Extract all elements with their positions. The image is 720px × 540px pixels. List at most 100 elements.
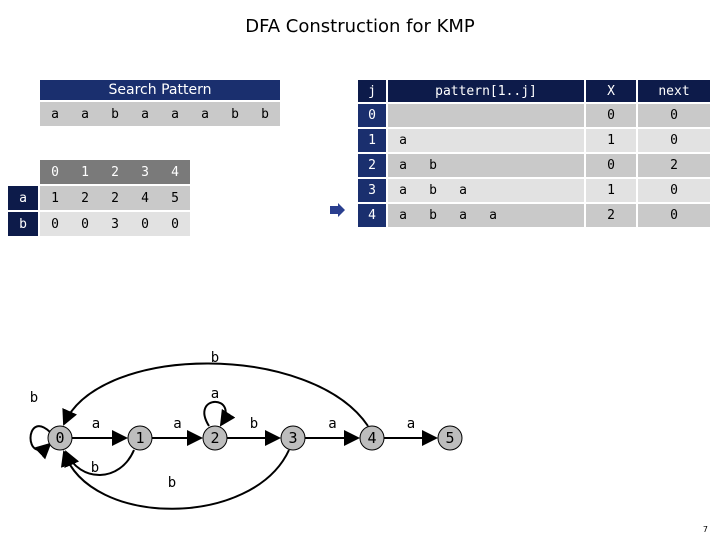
kmp-row-j: 0 [358, 104, 386, 127]
kmp-pattern-char [448, 154, 478, 177]
kmp-row-j: 3 [358, 179, 386, 202]
kmp-pattern-char [448, 129, 478, 152]
self-loop-label-2: a [211, 386, 219, 402]
kmp-pattern-char: a [448, 204, 478, 227]
search-pattern-char: a [70, 102, 100, 126]
kmp-pattern-char [418, 104, 448, 127]
current-row-arrow-icon [330, 203, 345, 217]
dfa-cell: 3 [100, 212, 130, 236]
kmp-pattern-char: a [388, 154, 418, 177]
search-pattern-char: b [100, 102, 130, 126]
state-node-label: 1 [135, 429, 144, 447]
kmp-row-j: 4 [358, 204, 386, 227]
kmp-header-j: j [358, 80, 386, 102]
forward-edge-label: a [407, 416, 415, 432]
kmp-header-pattern: pattern[1..j] [388, 80, 584, 102]
state-node [47, 425, 73, 451]
kmp-next-value: 2 [638, 154, 710, 177]
kmp-next-value: 0 [638, 129, 710, 152]
state-node [359, 425, 385, 451]
search-pattern-header: Search Pattern [40, 80, 280, 100]
kmp-pattern-char [448, 104, 478, 127]
back-edge-3-0 [60, 449, 290, 510]
kmp-pattern-char: a [388, 129, 418, 152]
kmp-next-value: 0 [638, 179, 710, 202]
dfa-row-label: b [8, 212, 38, 236]
search-pattern-char: a [190, 102, 220, 126]
kmp-x-value: 0 [586, 104, 636, 127]
dfa-cell: 4 [130, 186, 160, 210]
state-node-label: 2 [210, 429, 219, 447]
forward-edge-label: a [328, 416, 336, 432]
dfa-cell: 2 [100, 186, 130, 210]
kmp-pattern-pad [508, 129, 584, 152]
kmp-x-value: 0 [586, 154, 636, 177]
kmp-next-value: 0 [638, 204, 710, 227]
kmp-x-value: 2 [586, 204, 636, 227]
self-loop-label-0: b [30, 390, 38, 406]
kmp-pattern-char [478, 154, 508, 177]
self-loop-edge-0 [29, 425, 52, 460]
state-node-label: 5 [445, 429, 454, 447]
kmp-pattern-pad [508, 179, 584, 202]
kmp-pattern-char: a [448, 179, 478, 202]
kmp-next-value: 0 [638, 104, 710, 127]
kmp-row-j: 1 [358, 129, 386, 152]
back-edge-1-0 [64, 449, 135, 476]
state-node [437, 425, 463, 451]
search-pattern-char: a [160, 102, 190, 126]
state-node-label: 0 [55, 429, 64, 447]
kmp-pattern-char [388, 104, 418, 127]
page-number: 7 [702, 525, 708, 534]
kmp-pattern-char [478, 129, 508, 152]
state-node [280, 425, 306, 451]
back-edge-label-4-0: b [211, 350, 219, 366]
kmp-pattern-char [478, 179, 508, 202]
kmp-x-value: 1 [586, 129, 636, 152]
dfa-state-header: 4 [160, 160, 190, 184]
state-node [127, 425, 153, 451]
kmp-row-j: 2 [358, 154, 386, 177]
dfa-cell: 0 [130, 212, 160, 236]
diagram-labels: a a b a a b a b b b [30, 350, 415, 491]
forward-edge-label: a [92, 416, 100, 432]
diagram-nodes: 0 1 2 3 4 5 [47, 425, 463, 451]
dfa-cell: 0 [40, 212, 70, 236]
page-title: DFA Construction for KMP [245, 16, 475, 37]
back-edge-4-0 [62, 362, 369, 427]
forward-edge-label: a [173, 416, 181, 432]
search-pattern-char: b [220, 102, 250, 126]
kmp-pattern-char [478, 104, 508, 127]
dfa-cell: 1 [40, 186, 70, 210]
dfa-state-header: 3 [130, 160, 160, 184]
kmp-pattern-char [418, 129, 448, 152]
dfa-state-header: 0 [40, 160, 70, 184]
forward-edge-label: b [250, 416, 258, 432]
diagram-edges [29, 362, 438, 510]
kmp-header-x: X [586, 80, 636, 102]
search-pattern-char: a [130, 102, 160, 126]
dfa-cell: 5 [160, 186, 190, 210]
state-node-label: 4 [367, 429, 376, 447]
back-edge-label-1-0: b [91, 460, 99, 476]
kmp-pattern-char: b [418, 179, 448, 202]
search-pattern-char: a [40, 102, 70, 126]
kmp-pattern-char: b [418, 154, 448, 177]
state-node-label: 3 [288, 429, 297, 447]
kmp-pattern-pad [508, 204, 584, 227]
kmp-x-value: 1 [586, 179, 636, 202]
kmp-pattern-char: a [388, 204, 418, 227]
dfa-row-label: a [8, 186, 38, 210]
back-edge-label-3-0: b [168, 475, 176, 491]
search-pattern-char: b [250, 102, 280, 126]
dfa-state-header: 1 [70, 160, 100, 184]
kmp-pattern-char: a [388, 179, 418, 202]
kmp-pattern-char: a [478, 204, 508, 227]
self-loop-edge-2 [203, 400, 236, 427]
kmp-header-next: next [638, 80, 710, 102]
kmp-pattern-pad [508, 104, 584, 127]
dfa-cell: 0 [160, 212, 190, 236]
state-node [202, 425, 228, 451]
dfa-state-header: 2 [100, 160, 130, 184]
kmp-pattern-pad [508, 154, 584, 177]
